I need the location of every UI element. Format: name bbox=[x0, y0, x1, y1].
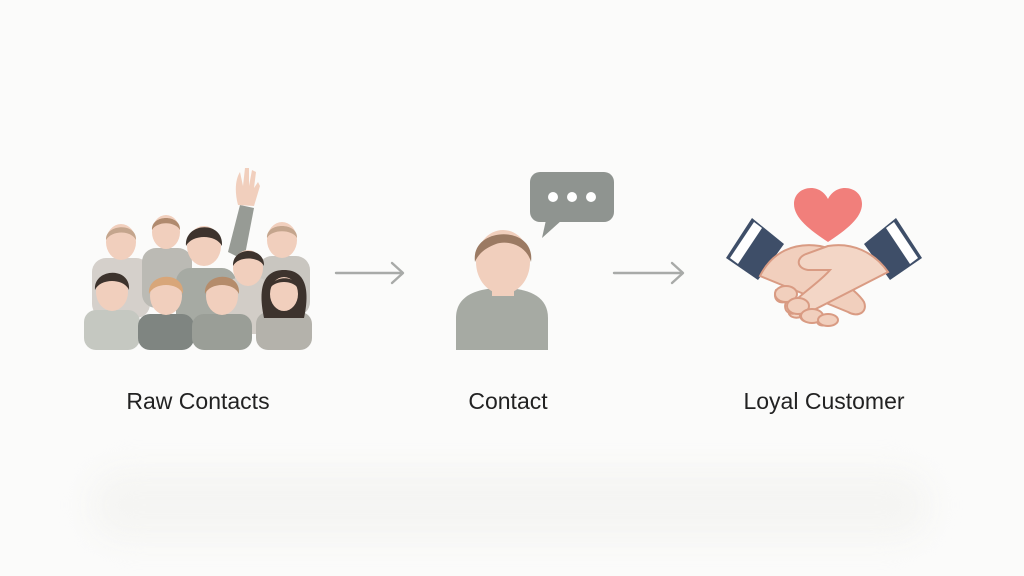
crowd-icon bbox=[84, 168, 312, 350]
stage-label-contact: Contact bbox=[468, 388, 548, 414]
flow-arrow-1 bbox=[334, 261, 405, 285]
stage-label-loyal-customer: Loyal Customer bbox=[743, 388, 905, 414]
person-with-speech-bubble-icon bbox=[456, 172, 614, 350]
handshake-heart-icon bbox=[726, 188, 922, 327]
speech-bubble bbox=[530, 172, 614, 238]
flow-arrow-2 bbox=[612, 261, 685, 285]
stage-label-raw-contacts: Raw Contacts bbox=[126, 388, 270, 414]
